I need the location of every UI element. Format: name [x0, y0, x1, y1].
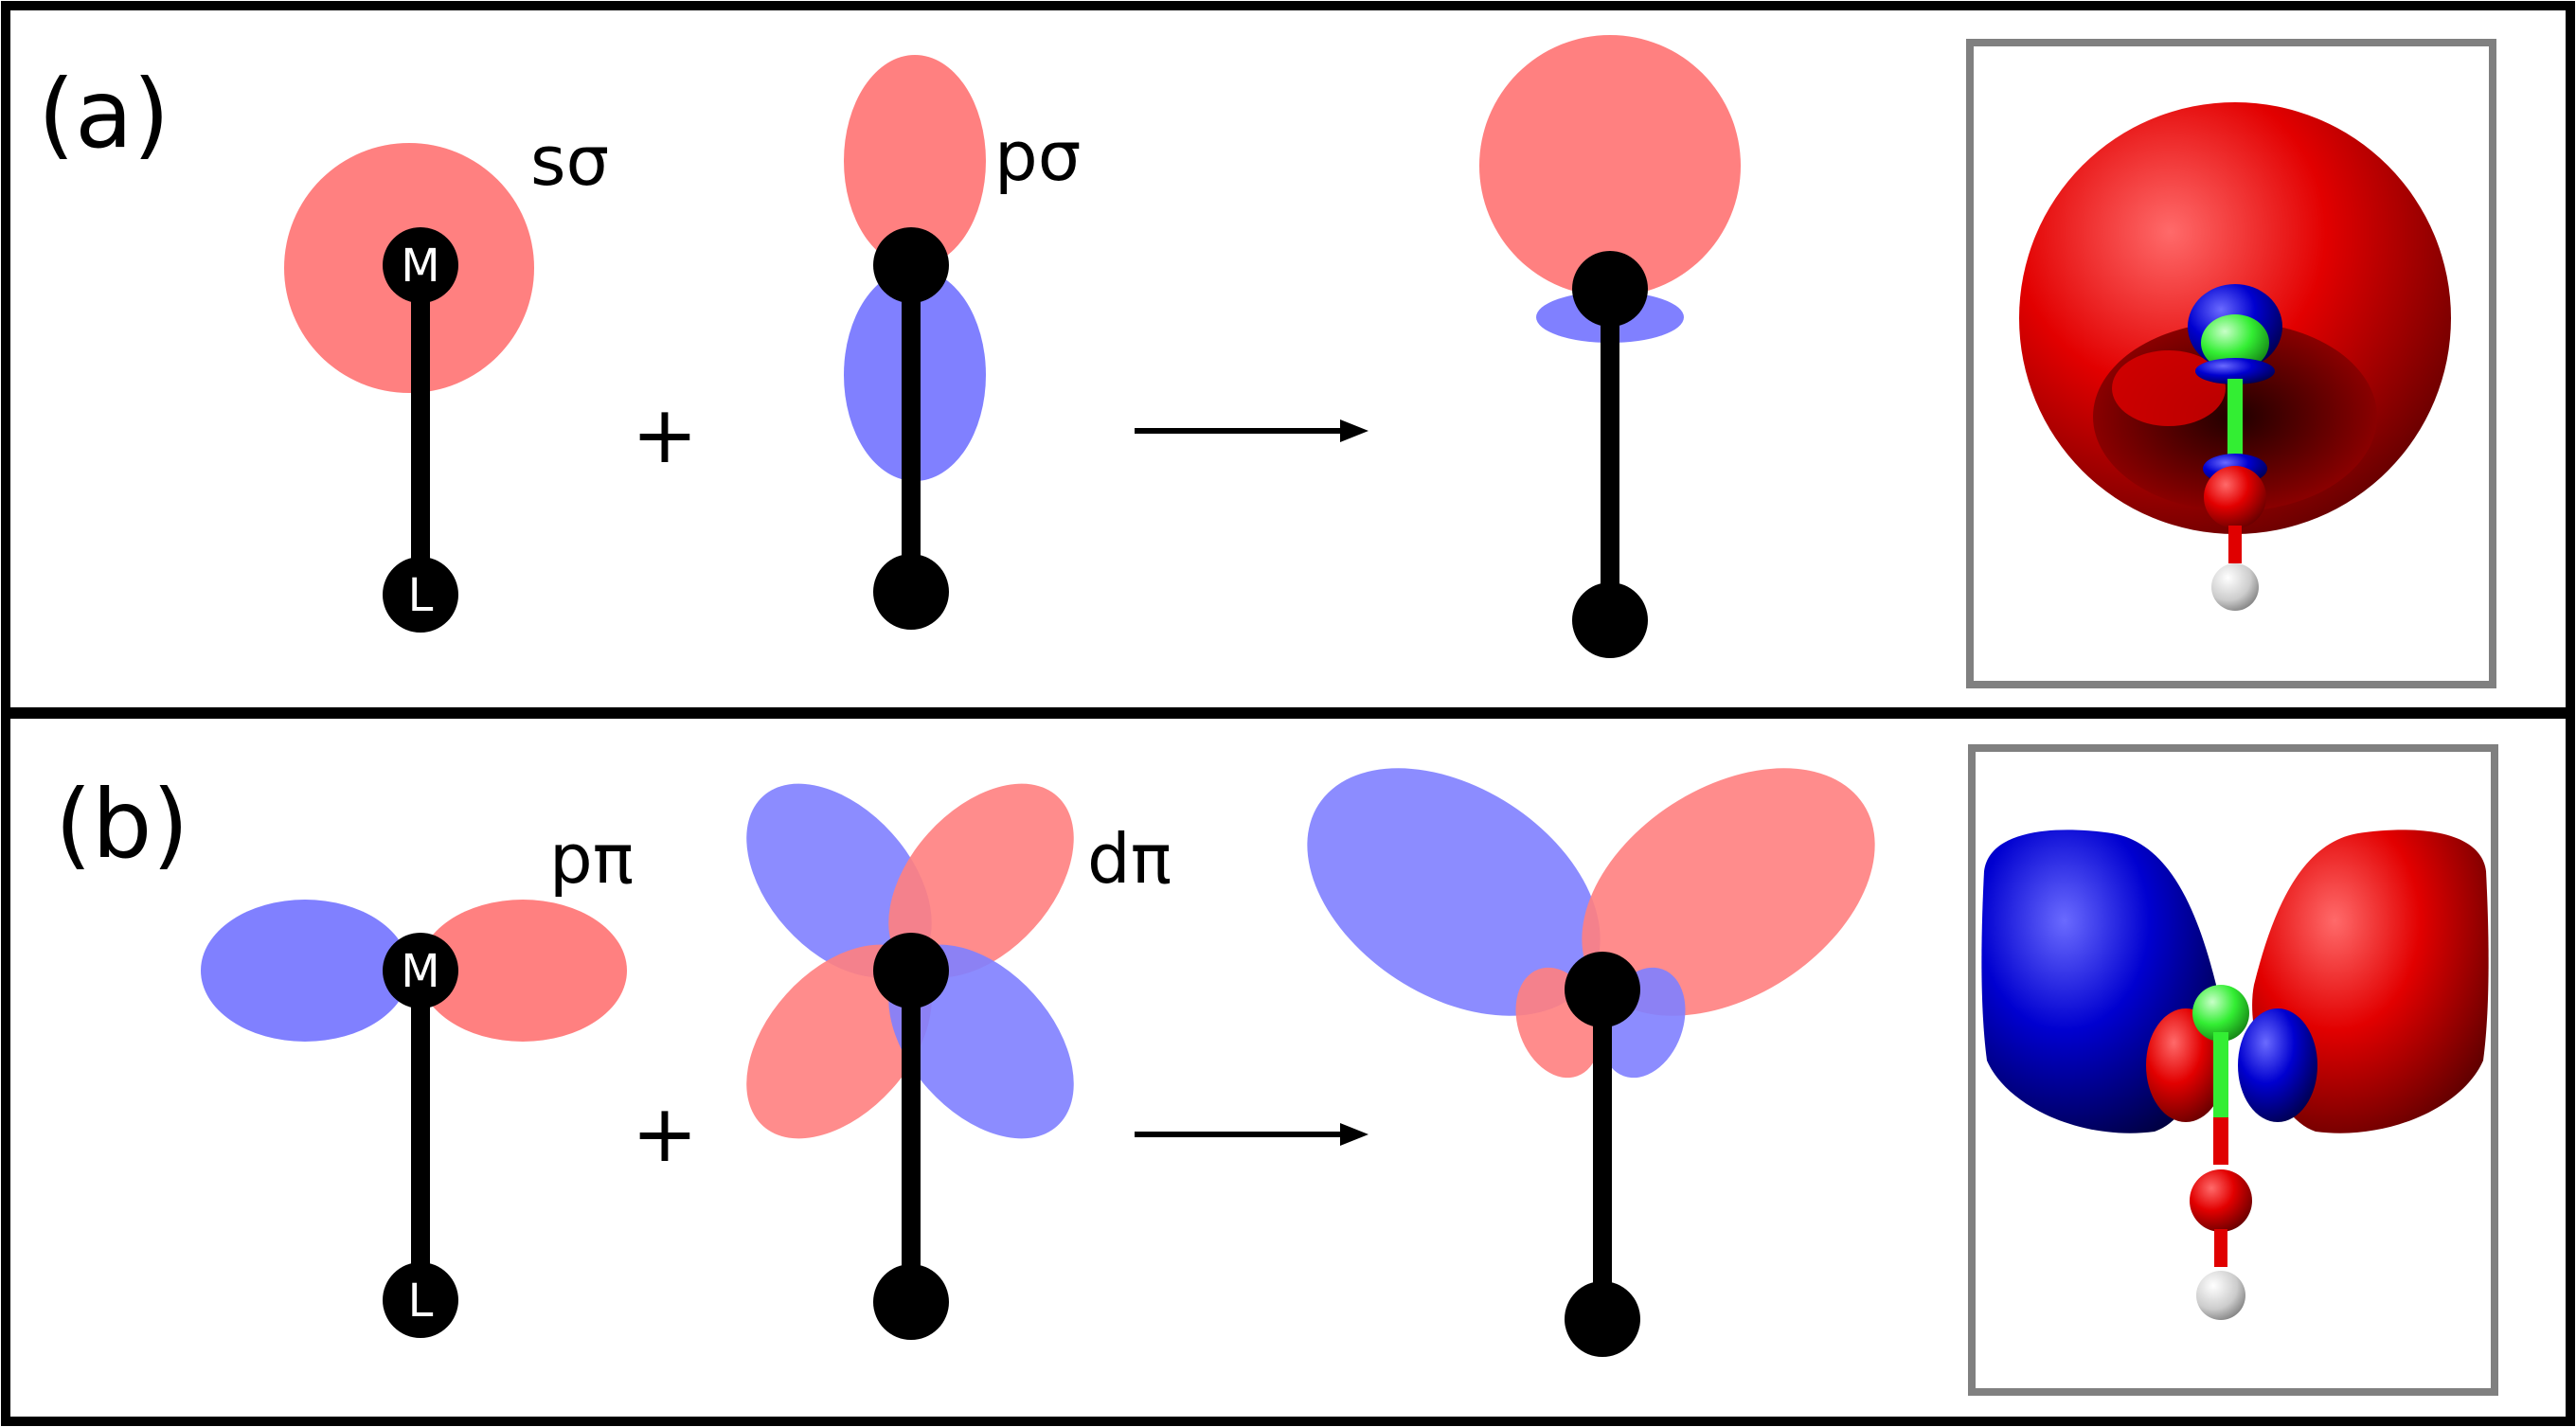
blue-ring-lobe — [2195, 358, 2275, 384]
ligand-atom-label: L — [408, 569, 434, 622]
ligand-atom-sphere — [2190, 1169, 2252, 1232]
d-pi-orbital-diagram: dπ — [746, 783, 1172, 1340]
hybrid-large-positive-lobe — [1582, 768, 1875, 1016]
ligand-atom-node — [383, 557, 458, 633]
hydrogen-atom-sphere — [2196, 1271, 2245, 1320]
bond-stick-lower — [2213, 1117, 2228, 1165]
p-sigma-label: pσ — [994, 116, 1081, 196]
metal-atom-node — [383, 933, 458, 1008]
hybrid-positive-lobe — [1479, 35, 1741, 296]
metal-atom-node — [383, 227, 458, 303]
metal-atom-label: M — [401, 945, 439, 998]
bond-stick — [2227, 379, 2243, 464]
metal-atom-node — [1565, 952, 1640, 1027]
metal-atom-node — [1572, 251, 1648, 327]
metal-atom-node — [873, 933, 949, 1008]
hydrogen-bond-stick — [2228, 526, 2242, 563]
ligand-atom-node — [1572, 582, 1648, 658]
s-sigma-orbital-diagram: M L sσ — [284, 121, 609, 633]
hydrogen-bond-stick — [2214, 1229, 2227, 1267]
d-pi-label: dπ — [1087, 819, 1172, 899]
panel-a-label: (a) — [38, 59, 170, 169]
hybrid-pi-orbital-diagram — [1307, 768, 1875, 1357]
s-sigma-label: sσ — [530, 121, 609, 201]
metal-atom-label: M — [401, 240, 439, 293]
small-blue-lobe — [2238, 1008, 2317, 1122]
ligand-atom-sphere — [2204, 466, 2266, 528]
ligand-atom-label: L — [408, 1275, 434, 1328]
p-orbital-positive-lobe — [844, 55, 986, 267]
d-lobe-upper-right — [888, 783, 1074, 978]
metal-atom-sphere — [2192, 985, 2249, 1042]
ligand-atom-node — [383, 1262, 458, 1338]
result-arrow-a — [1135, 419, 1368, 442]
ligand-atom-node — [873, 1264, 949, 1340]
p-pi-negative-lobe — [201, 900, 409, 1042]
panel-b-frame — [1, 709, 2575, 1426]
p-pi-orbital-diagram: M L pπ — [201, 819, 634, 1338]
panel-b-label: (b) — [55, 769, 189, 880]
p-pi-positive-lobe — [419, 900, 627, 1042]
panel-a: (a) M L sσ + pσ — [1, 1, 2575, 717]
bond-stick — [2213, 1032, 2228, 1117]
orbital-render-inset-a — [1966, 39, 2496, 688]
hydrogen-atom-sphere — [2211, 563, 2259, 611]
d-lobe-upper-left — [746, 783, 932, 978]
ligand-atom-node — [1565, 1281, 1640, 1357]
orbital-render-inset-b — [1968, 744, 2498, 1396]
plus-operator-a: + — [632, 388, 698, 481]
plus-operator-b: + — [632, 1087, 698, 1180]
p-sigma-orbital-diagram: pσ — [844, 55, 1081, 630]
metal-atom-sphere — [2201, 314, 2269, 371]
hybrid-sigma-orbital-diagram — [1479, 35, 1741, 658]
panel-b: (b) M L pπ + dπ — [1, 709, 2575, 1426]
p-pi-label: pπ — [549, 819, 634, 899]
metal-atom-node — [873, 227, 949, 303]
ligand-atom-node — [873, 554, 949, 630]
hybrid-large-negative-lobe — [1307, 768, 1601, 1016]
result-arrow-b — [1135, 1123, 1368, 1146]
